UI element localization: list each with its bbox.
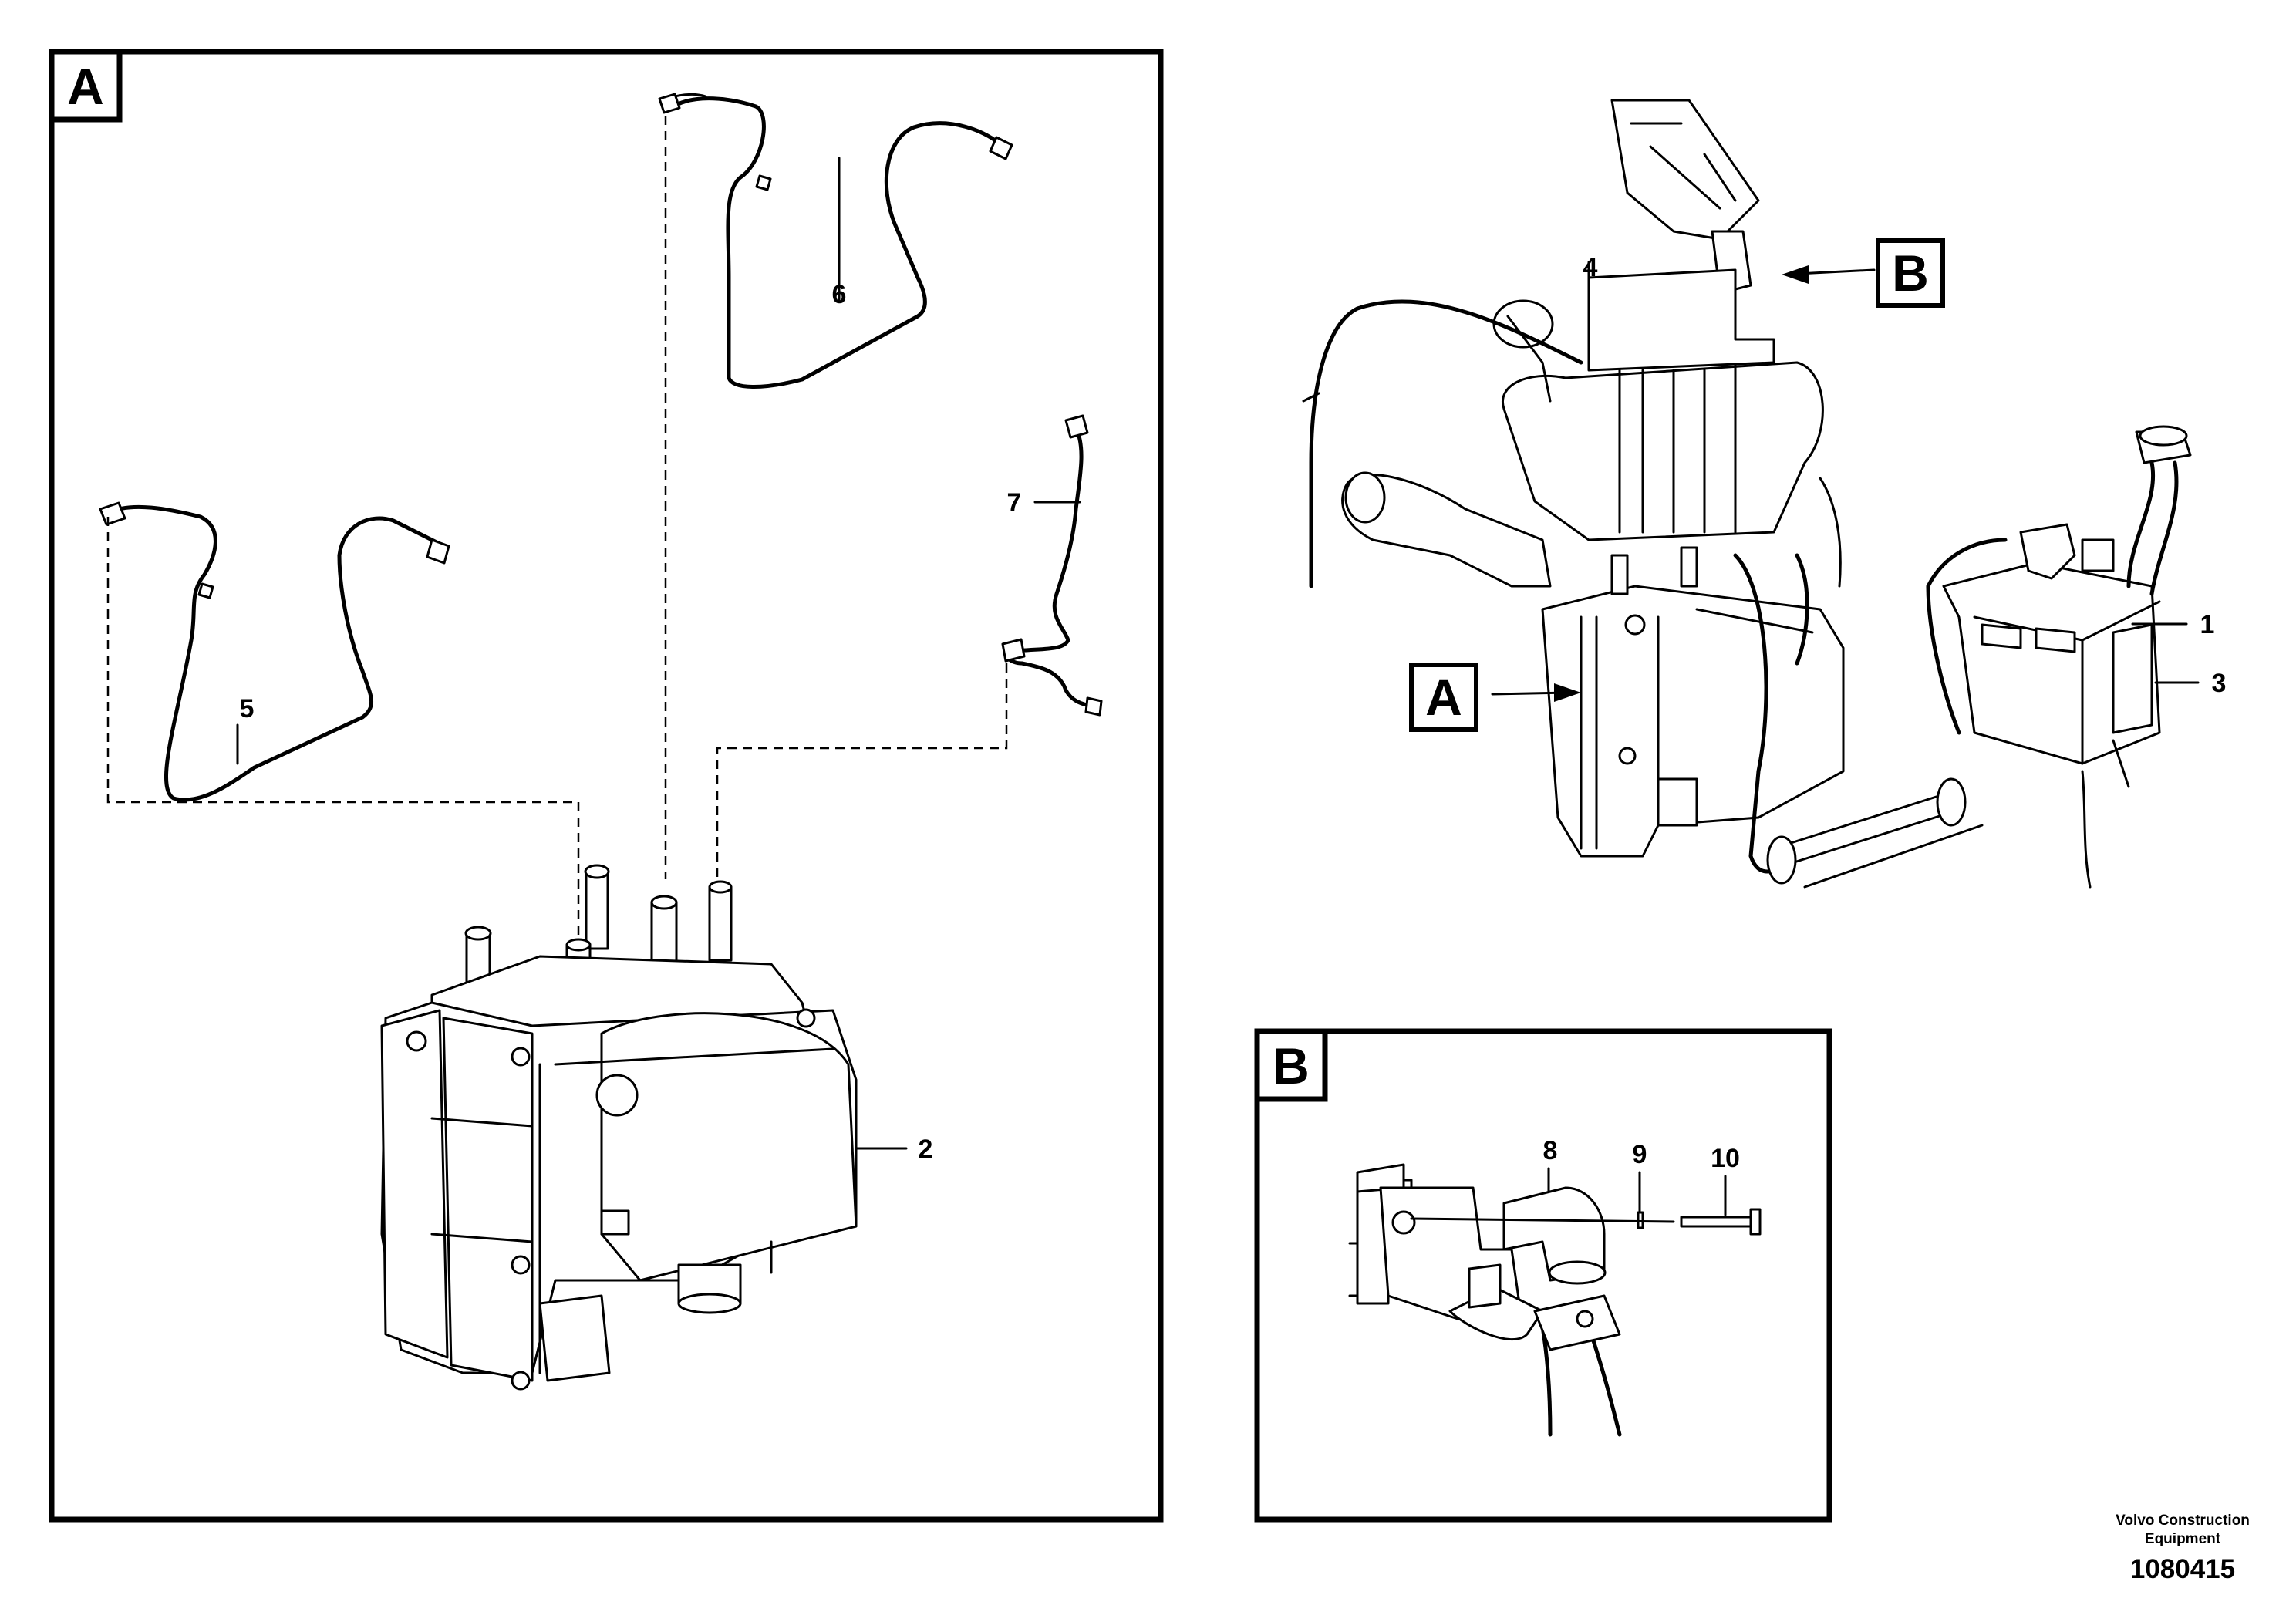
panel-a-frame (49, 49, 1164, 1523)
filler-housing (1610, 99, 1760, 241)
hose-7 (1001, 414, 1103, 717)
overview-assembly: 4 1 3 B A (1302, 99, 2227, 889)
callout-10: 10 (1711, 1144, 1740, 1173)
callout-3: 3 (2212, 669, 2227, 698)
callout-7: 7 (1007, 488, 1022, 518)
panel-b-tag: B (1273, 1037, 1310, 1094)
callout-4: 4 (1583, 253, 1598, 282)
overview-tag-b-box (1876, 238, 1945, 308)
leader-7 (716, 663, 1008, 887)
panel-b: B 8 9 10 (1254, 1028, 1832, 1523)
panel-a-tag-box (49, 49, 123, 123)
callout-1: 1 (2200, 610, 2215, 639)
panel-b-tag-box (1254, 1028, 1328, 1102)
sensor (2019, 523, 2076, 580)
elbow-fitting (1502, 1186, 1606, 1282)
pump-assembly (380, 864, 858, 1391)
leader-5 (106, 517, 580, 949)
overview-tag-a-box (1409, 663, 1478, 732)
callout-6: 6 (832, 280, 847, 309)
panel-a-tag: A (67, 58, 104, 115)
hose-6 (658, 93, 1013, 389)
callout-8: 8 (1543, 1136, 1558, 1165)
callout-9: 9 (1633, 1140, 1647, 1169)
drawing-number: 1080415 (2129, 1554, 2236, 1584)
publisher-name: Volvo Construction (2116, 1512, 2250, 1529)
hose-5 (99, 501, 450, 802)
overview-tag-b: B (1892, 244, 1929, 302)
aftertreatment-unit (1502, 361, 1824, 541)
bracket-plate (1587, 268, 1775, 372)
bolt (1680, 1216, 1752, 1228)
overview-tag-a: A (1425, 669, 1462, 726)
panel-b-frame (1254, 1028, 1832, 1523)
callout-2: 2 (919, 1135, 933, 1164)
panel-a: A (49, 49, 1164, 1523)
callout-5: 5 (240, 694, 255, 723)
publisher-name-line2: Equipment (2144, 1531, 2221, 1547)
